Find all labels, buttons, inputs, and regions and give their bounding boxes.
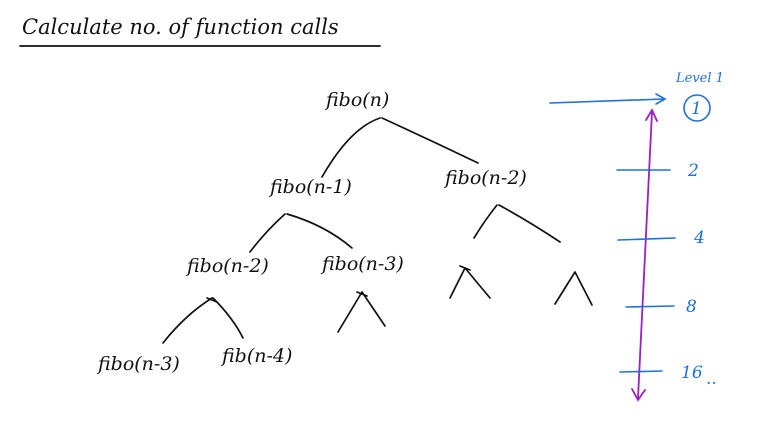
levels-axis-arrow-bottom [631,388,646,402]
subtree-right-b [554,271,593,306]
edge-l3l-left [162,297,213,344]
edge-root-left [321,117,381,178]
edge-l3l-tick [206,297,218,303]
page-title: Calculate no. of function calls [22,15,339,39]
edge-root-right [381,117,479,164]
node-level3-mid: fibo(n-3) [320,253,404,275]
level-tick-4 [625,305,675,308]
level-count-5: 16 [681,363,703,383]
level-count-1: 1 [691,99,702,119]
node-level3-left: fibo(n-2) [185,255,269,277]
subtree-mid [337,291,386,333]
edge-l2r-left [473,204,498,239]
edge-l2l-left [249,213,286,253]
level-count-2: 2 [687,161,699,181]
subtree-right-a [449,265,491,299]
level-count-4: 8 [686,297,697,317]
node-level2-right: fibo(n-2) [443,167,527,189]
level-label: Level 1 [675,71,724,86]
level-tick-3 [617,237,676,241]
levels-axis-line [637,111,653,399]
level-pointer-arrowhead [655,93,667,105]
level-pointer-arrow [549,98,665,104]
edge-l2l-right [286,213,353,249]
level-tick-5 [619,370,663,373]
level-1-circle [683,94,711,122]
edge-l3l-right [212,297,244,339]
levels-axis-arrow-top [645,108,658,122]
node-level2-left: fibo(n-1) [268,176,352,198]
node-root: fibo(n) [324,89,389,111]
node-level4-right: fib(n-4) [220,345,292,367]
node-level4-left: fibo(n-3) [96,353,180,375]
level-count-3: 4 [693,228,705,248]
level-ellipsis: .. [706,369,717,389]
edge-l2r-right [498,204,561,243]
